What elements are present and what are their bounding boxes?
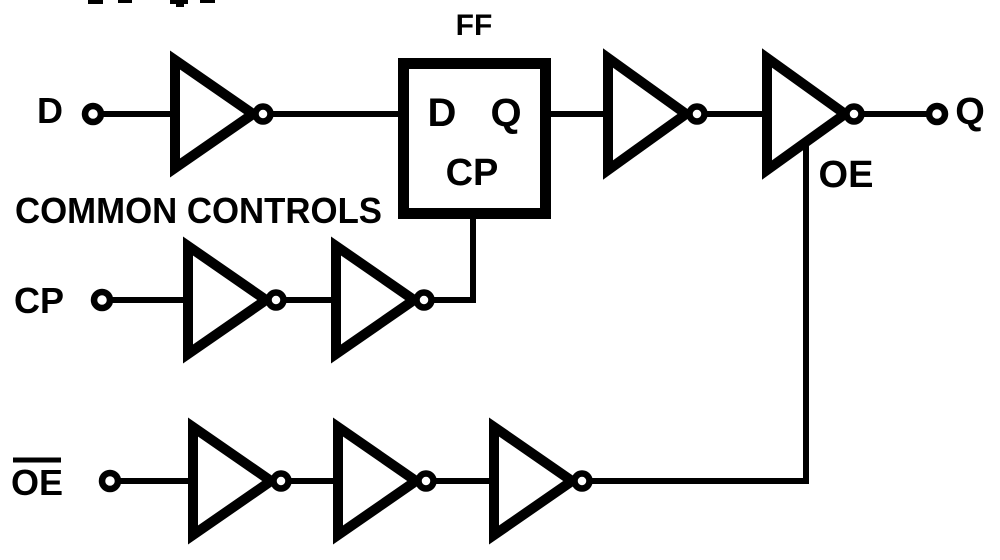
- common-controls-label: COMMON CONTROLS: [15, 190, 382, 231]
- buffer-output-node-cp2: [413, 289, 435, 311]
- q-output-label: Q: [955, 91, 985, 133]
- buffer-oe-2: [333, 417, 425, 545]
- cp-input-label: CP: [14, 280, 64, 321]
- wire-cp-to-ff: [427, 211, 476, 303]
- buffer-cp-2: [331, 236, 423, 364]
- buffer-output-node-oe3: [571, 470, 593, 492]
- labels: D CP OE COMMON CONTROLS FF D Q CP OE Q: [11, 9, 985, 503]
- oe-input-label: OE: [11, 462, 63, 503]
- buffer-post-ff: [603, 48, 695, 180]
- cropped-text-fragments: [88, 0, 215, 7]
- nodes: [81, 102, 949, 493]
- buffer-tristate-output: [762, 48, 854, 180]
- terminal-node-cp: [90, 288, 114, 312]
- ff-pin-cp-label: CP: [446, 152, 499, 194]
- terminal-node-oe: [98, 469, 122, 493]
- d-input-label: D: [37, 90, 63, 131]
- buffer-output-node-oe1: [270, 470, 292, 492]
- oe-enable-label: OE: [819, 154, 874, 196]
- buffer-oe-3: [489, 417, 581, 545]
- buffer-oe-1: [188, 417, 280, 545]
- terminal-node-q: [925, 102, 949, 126]
- buffer-output-node-oe2: [415, 470, 437, 492]
- buffer-output-node-tristate: [843, 103, 865, 125]
- ff-title-label: FF: [456, 9, 493, 42]
- ff-pin-q-label: Q: [490, 91, 521, 135]
- buffer-cp-1: [183, 236, 275, 364]
- flip-flop-box: [398, 58, 551, 219]
- buffer-output-node-post-ff: [686, 103, 708, 125]
- buffer-d-input: [170, 50, 262, 178]
- ff-pin-d-label: D: [428, 91, 457, 135]
- buffer-output-node-cp1: [265, 289, 287, 311]
- terminal-node-d: [81, 102, 105, 126]
- buffer-output-node-d: [252, 103, 274, 125]
- buffers: [170, 48, 854, 545]
- wire-oe-to-tristate-enable: [588, 137, 809, 484]
